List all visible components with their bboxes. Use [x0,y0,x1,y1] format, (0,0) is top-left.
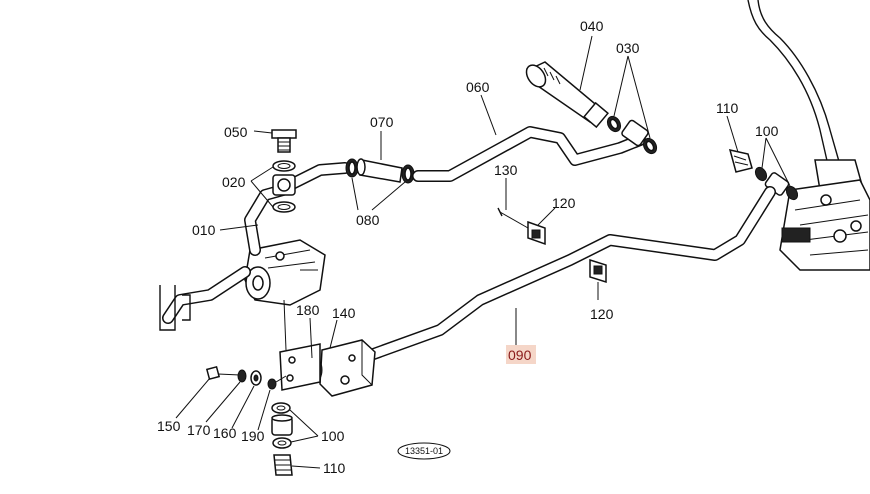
leader-lines [175,35,791,469]
adapter-110-lower[interactable] [273,454,293,476]
washer-020-upper[interactable] [272,160,296,172]
label-170[interactable]: 170 [187,422,211,438]
clamp-080-left[interactable] [345,158,359,178]
label-140[interactable]: 140 [332,305,356,321]
washer-160[interactable] [250,370,262,386]
clamp-080-right[interactable] [401,164,415,184]
o-ring-030-front[interactable] [605,114,623,134]
washer-100-lower-a[interactable] [271,402,291,414]
control-valve-assembly [747,0,870,271]
label-060[interactable]: 060 [466,79,490,95]
fitting-lower [271,414,293,436]
label-120-lower[interactable]: 120 [590,306,614,322]
o-ring-030-rear[interactable] [641,136,659,156]
drawing-number: 13351-01 [405,446,443,456]
label-100-upper[interactable]: 100 [755,123,779,139]
label-110-upper[interactable]: 110 [716,100,739,116]
label-020[interactable]: 020 [222,174,246,190]
washer-100-upper-a[interactable] [753,165,769,182]
label-120-upper[interactable]: 120 [552,195,576,211]
banjo-fitting [272,174,296,196]
label-100-lower[interactable]: 100 [321,428,345,444]
clamp-120-upper[interactable] [527,220,546,246]
part-labels: 050 020 010 070 080 060 040 030 110 100 … [157,18,779,476]
label-030[interactable]: 030 [616,40,640,56]
adapter-110-upper[interactable] [728,148,753,173]
label-160[interactable]: 160 [213,425,237,441]
label-190[interactable]: 190 [241,428,265,444]
label-130[interactable]: 130 [494,162,518,178]
pipe-060[interactable] [412,126,646,182]
plug-190[interactable] [267,375,287,390]
label-180[interactable]: 180 [296,302,320,318]
washer-100-lower-b[interactable] [272,437,292,449]
banjo-bolt-050[interactable] [271,129,297,153]
clamp-120-lower[interactable] [589,258,607,284]
flange-block [279,299,321,391]
hose-070[interactable] [356,158,403,183]
label-080[interactable]: 080 [356,212,380,228]
label-040[interactable]: 040 [580,18,604,34]
bolt-150[interactable] [205,365,241,381]
block-140[interactable] [319,339,376,397]
connector-nut [621,119,649,147]
bolt-130[interactable] [497,207,529,229]
hydraulic-pump [244,239,326,306]
label-070[interactable]: 070 [370,114,394,130]
washer-020-lower[interactable] [272,201,296,213]
washer-170[interactable] [237,369,247,383]
washer-100-upper-b[interactable] [784,184,800,201]
label-090[interactable]: 090 [508,347,532,363]
label-150[interactable]: 150 [157,418,181,434]
label-090-highlight [506,345,536,364]
label-010[interactable]: 010 [192,222,216,238]
pipe-090[interactable] [362,186,776,362]
adapter-fitting-040[interactable] [523,61,609,129]
label-050[interactable]: 050 [224,124,248,140]
label-110-lower[interactable]: 110 [323,460,346,476]
drawing-number-stamp: 13351-01 [397,442,451,460]
